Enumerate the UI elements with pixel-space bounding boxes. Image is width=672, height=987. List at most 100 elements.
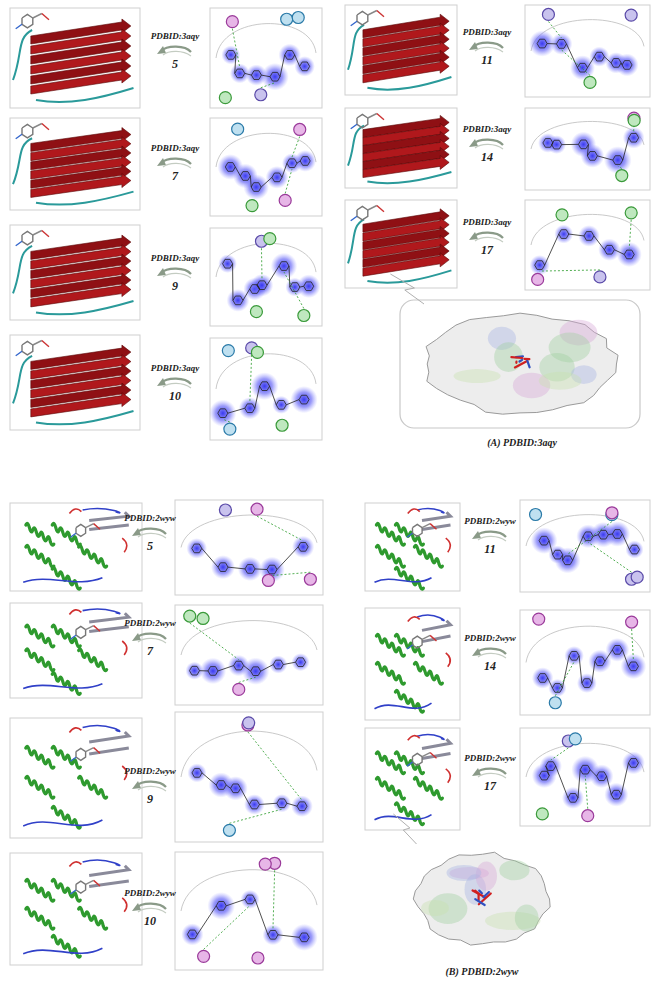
ligand-stick [511, 356, 522, 359]
ligand-stick [377, 11, 384, 17]
compound-number: 11 [484, 543, 495, 556]
pocket-outline [216, 243, 316, 277]
bond-line [594, 236, 604, 250]
bond-line [556, 766, 568, 798]
residue-disc [606, 507, 618, 519]
alpha-helix [52, 879, 80, 901]
ring-bond [270, 72, 280, 81]
residue-disc [233, 683, 245, 695]
ligand-stick [70, 635, 76, 639]
residue-disc [292, 12, 304, 24]
bond-line [546, 766, 550, 776]
interaction-panel [210, 228, 322, 326]
pdb-label: PDBID:3aqy [463, 28, 512, 38]
ring-bond [223, 259, 233, 268]
ring-bond [535, 261, 545, 270]
residue-disc [219, 92, 231, 104]
ring-bond [539, 536, 549, 545]
loop-ribbon [13, 246, 32, 294]
loop-ribbon [375, 578, 432, 582]
arrow-head [157, 268, 166, 276]
bond-line [199, 670, 207, 671]
hbond-line [261, 83, 275, 88]
compound-number: 9 [147, 793, 153, 806]
pdb-label: PDBID:2wyw [124, 767, 176, 777]
ring-bond [569, 651, 579, 660]
ring-bond [187, 930, 197, 939]
ligand-stick [33, 231, 42, 236]
exposure-blob [209, 400, 236, 427]
curved-arrow [478, 773, 506, 778]
exposure-blob [297, 274, 321, 298]
ring-bond [611, 790, 621, 799]
ligand-stick [42, 341, 49, 347]
alpha-helix [52, 625, 80, 647]
bond-line [250, 176, 252, 187]
ligand-stick [413, 636, 423, 648]
loop-ribbon [83, 726, 120, 732]
ring-bond [251, 71, 261, 80]
bond-line [287, 803, 297, 806]
ring-bond [577, 63, 587, 72]
ring-bond [189, 666, 199, 675]
residue-disc [224, 423, 236, 435]
ring-bond [234, 661, 244, 670]
beta-strand [89, 866, 129, 887]
ribbon-panel [10, 118, 140, 210]
bond-line [270, 386, 277, 405]
compound-number: 5 [147, 540, 153, 553]
alpha-helix [26, 545, 54, 567]
ring-bond [249, 800, 259, 809]
ring-bond [584, 232, 594, 241]
interaction-panel [175, 712, 323, 842]
residue-disc [556, 209, 568, 221]
bond-line [295, 55, 300, 66]
beta-strand [31, 283, 131, 307]
ligand-stick [33, 124, 42, 129]
ring-bond [287, 159, 297, 168]
beta-strand [89, 613, 129, 631]
pdb-label: PDBID:2wyw [464, 517, 516, 527]
residue-disc [264, 233, 276, 245]
curved-arrow [138, 638, 166, 643]
ring-bond [624, 250, 634, 259]
ring-bond [245, 565, 255, 574]
loop-ribbon [13, 356, 32, 404]
exposure-blob [622, 751, 645, 774]
exposure-blob [243, 174, 269, 200]
ring-bond [233, 296, 243, 305]
exposure-blob [187, 763, 206, 782]
ligand-stick [422, 753, 430, 757]
ring-bond [598, 530, 608, 539]
interaction-panel [210, 338, 322, 440]
bond-line [255, 386, 260, 408]
exposure-blob [604, 783, 628, 807]
residue-disc [197, 612, 209, 624]
residue-disc [262, 574, 274, 586]
loop-ribbon [13, 138, 32, 184]
curved-arrow [163, 383, 191, 388]
ligand-stick [475, 899, 484, 905]
surface-patch [549, 333, 591, 363]
ring-bond [298, 543, 308, 552]
residue-disc [246, 200, 258, 212]
residue-disc [223, 824, 235, 836]
surface-patch [453, 369, 500, 383]
beta-strand [363, 253, 449, 276]
ring-bond [245, 895, 255, 904]
ligand-stick [94, 880, 100, 886]
ligand-stick [42, 14, 49, 20]
residue-disc [255, 89, 267, 101]
residue-disc [251, 346, 263, 358]
loop-ribbon [417, 615, 444, 620]
curved-arrow [163, 51, 191, 56]
ligand-stick [42, 124, 49, 130]
interaction-panel [525, 200, 650, 290]
ring-bond [563, 556, 573, 565]
curved-arrow [138, 786, 166, 791]
ring-bond [612, 646, 622, 655]
residue-disc [530, 509, 542, 521]
hbond-line [204, 905, 250, 949]
bond-line [280, 55, 285, 77]
bond-line [604, 57, 611, 63]
